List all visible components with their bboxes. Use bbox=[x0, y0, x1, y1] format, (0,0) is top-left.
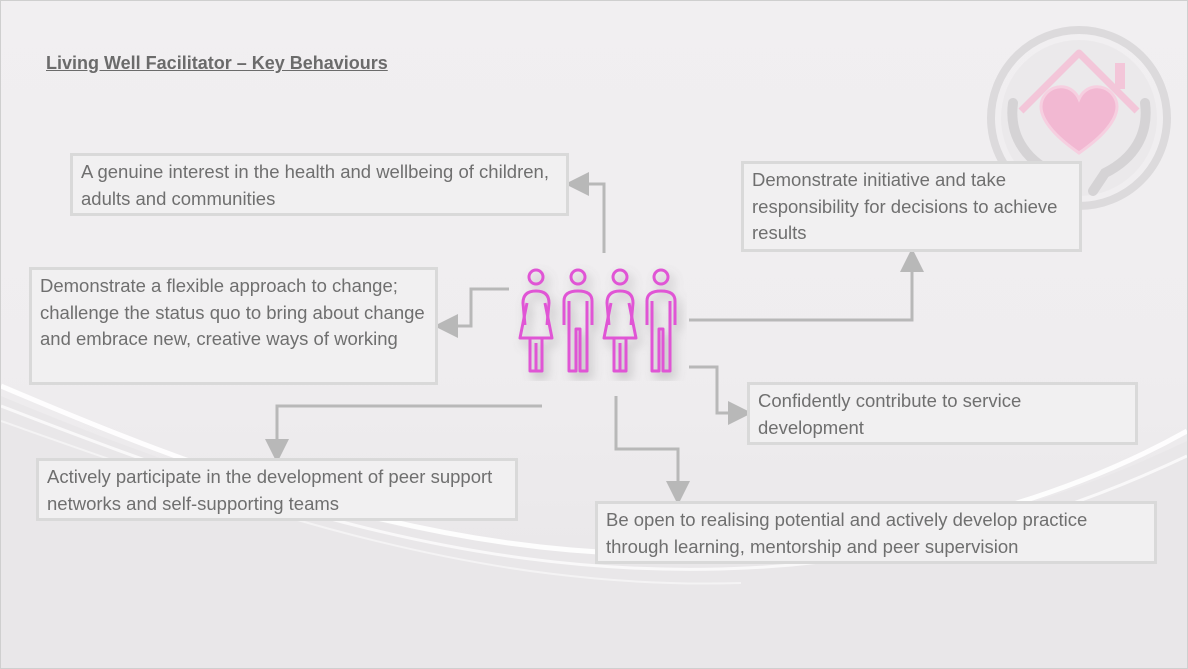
behaviour-text-interest: A genuine interest in the health and wel… bbox=[81, 161, 549, 209]
connector-service bbox=[689, 365, 752, 425]
behaviour-text-initiative: Demonstrate initiative and take responsi… bbox=[752, 169, 1058, 243]
behaviour-box-interest: A genuine interest in the health and wel… bbox=[70, 153, 569, 216]
behaviour-box-peer: Actively participate in the development … bbox=[36, 458, 518, 521]
behaviour-box-initiative: Demonstrate initiative and take responsi… bbox=[741, 161, 1082, 252]
connector-flexible bbox=[434, 287, 509, 338]
behaviour-text-peer: Actively participate in the development … bbox=[47, 466, 493, 514]
behaviour-box-flexible: Demonstrate a flexible approach to chang… bbox=[29, 267, 438, 385]
behaviour-text-learning: Be open to realising potential and activ… bbox=[606, 509, 1088, 557]
behaviour-box-learning: Be open to realising potential and activ… bbox=[595, 501, 1157, 564]
page-title: Living Well Facilitator – Key Behaviours bbox=[46, 53, 388, 73]
connector-peer bbox=[265, 404, 542, 463]
connector-initiative bbox=[689, 248, 924, 322]
behaviour-box-service: Confidently contribute to service develo… bbox=[747, 382, 1138, 445]
people-group-icon bbox=[518, 268, 677, 373]
heart-home-hands-icon bbox=[987, 26, 1171, 210]
connector-learning bbox=[614, 396, 690, 505]
behaviour-text-flexible: Demonstrate a flexible approach to chang… bbox=[40, 275, 425, 349]
behaviour-text-service: Confidently contribute to service develo… bbox=[758, 390, 1022, 438]
connector-interest bbox=[565, 172, 606, 253]
